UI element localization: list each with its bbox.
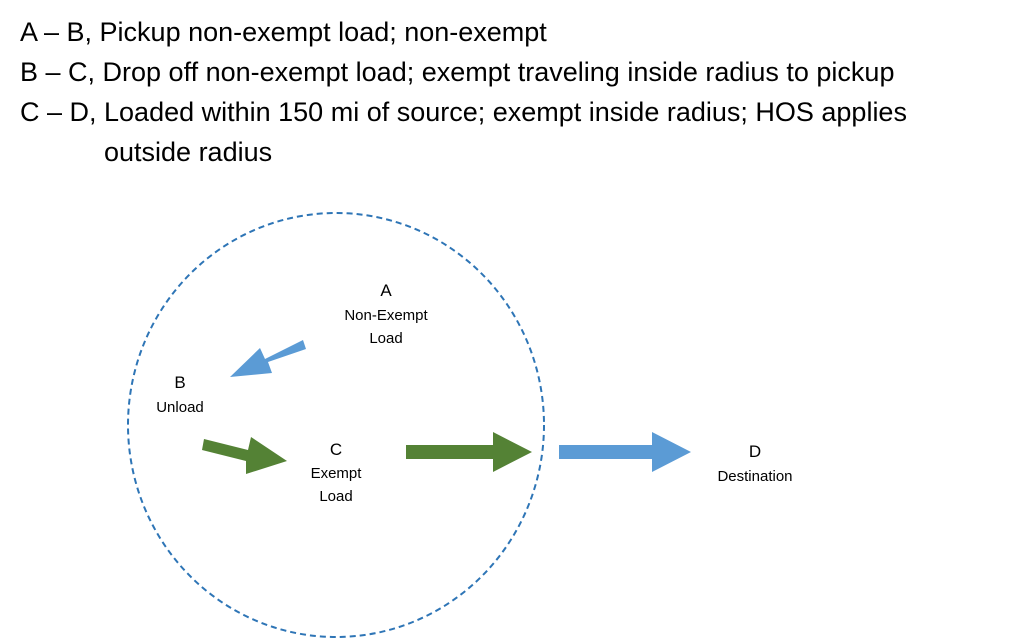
- legend-line-c-d: C – D, Loaded within 150 mi of source; e…: [20, 97, 907, 127]
- node-a-letter: A: [380, 281, 392, 300]
- legend-line-c-d-continued: outside radius: [104, 137, 273, 167]
- arrow-b-to-c: [202, 437, 287, 474]
- node-c-label-line1: Exempt: [311, 465, 363, 482]
- node-d-label: Destination: [717, 468, 792, 485]
- arrow-boundary-to-d: [559, 432, 691, 472]
- radius-circle: [127, 212, 545, 638]
- node-c-letter: C: [330, 440, 342, 459]
- node-a-label-line2: Load: [369, 330, 402, 347]
- node-c-label-line2: Load: [319, 488, 352, 505]
- node-a-label-line1: Non-Exempt: [344, 307, 428, 324]
- node-b-label: Unload: [156, 399, 204, 416]
- arrow-a-to-b: [230, 340, 306, 377]
- node-d-letter: D: [749, 442, 761, 461]
- arrow-c-to-boundary: [406, 432, 532, 472]
- legend-line-a-b: A – B, Pickup non-exempt load; non-exemp…: [20, 17, 547, 47]
- node-b-letter: B: [174, 373, 185, 392]
- legend: A – B, Pickup non-exempt load; non-exemp…: [20, 12, 1020, 172]
- legend-line-b-c: B – C, Drop off non-exempt load; exempt …: [20, 57, 895, 87]
